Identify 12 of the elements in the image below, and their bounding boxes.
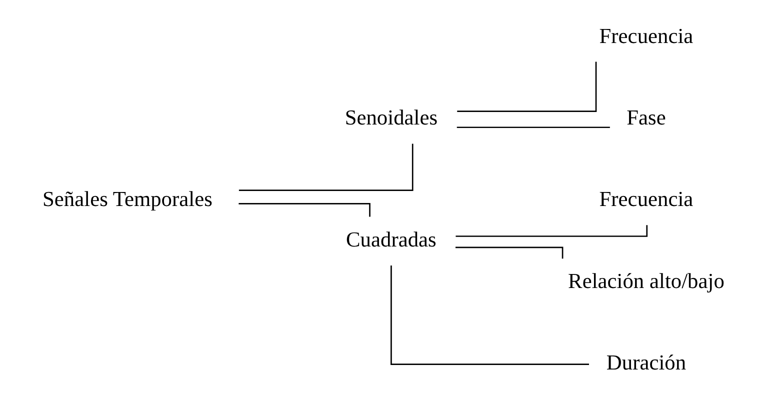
node-text: Relación alto/bajo <box>568 268 724 293</box>
node-text: Señales Temporales <box>42 187 212 212</box>
node-text: Duración <box>606 350 686 374</box>
node-text: Frecuencia <box>598 187 693 212</box>
node-text: Cuadradas <box>346 227 436 252</box>
connector <box>456 126 610 128</box>
node-text: Senoidales <box>344 105 438 130</box>
connector <box>238 144 413 191</box>
node-text: Fase <box>626 105 666 130</box>
connector <box>390 266 588 365</box>
connector <box>456 62 596 112</box>
node-text: Frecuencia <box>598 24 693 48</box>
